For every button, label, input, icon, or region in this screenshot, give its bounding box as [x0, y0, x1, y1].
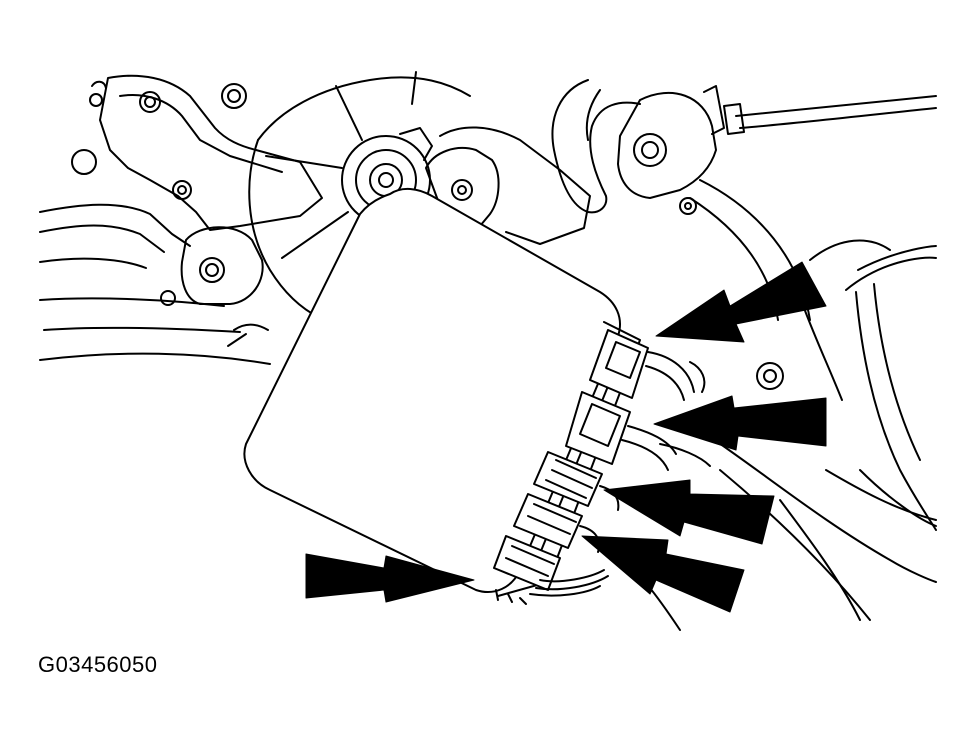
background-linework	[39, 71, 937, 631]
right-bracket-tab	[703, 85, 725, 135]
connector-3-stripe-1	[555, 459, 597, 479]
bracket-bolt-4	[172, 180, 192, 200]
connector-2-latch	[579, 403, 621, 447]
mount-bolt-inner	[205, 263, 219, 277]
callout-arrows	[305, 261, 827, 613]
cable-upper	[735, 95, 937, 117]
wire-bundle-3	[529, 585, 601, 597]
cable-lower	[739, 107, 937, 129]
connector-1-latch	[605, 341, 641, 379]
bracket-hole-1	[71, 149, 97, 175]
connector-4-stripe-1	[533, 503, 577, 523]
cable-clip	[723, 103, 745, 135]
housing-arc-left	[248, 139, 321, 319]
connector-3	[533, 451, 603, 507]
connector-1-clip	[689, 361, 706, 393]
mid-line-1	[233, 323, 269, 331]
callout-arrow-2	[653, 395, 827, 451]
bracket-bolt-1	[139, 91, 161, 113]
callout-arrow-1	[655, 261, 827, 343]
connector-4	[513, 493, 583, 549]
connector-1	[589, 329, 649, 399]
wire-bundle-2	[535, 575, 609, 591]
connector-2-wire-3	[659, 443, 711, 467]
wire-bundle-6	[495, 589, 499, 601]
panel-bolt	[679, 197, 697, 215]
connector-1-wire-2	[645, 365, 685, 401]
hub-spoke-4	[411, 71, 417, 105]
left-rail-mid	[39, 224, 165, 253]
left-bracket-inner	[119, 94, 283, 173]
right-bolt-inner	[763, 369, 777, 383]
callout-leader-lines	[809, 239, 937, 521]
hub-spoke-2	[265, 155, 343, 169]
floor-line-5	[859, 469, 937, 527]
mount-plate	[180, 226, 264, 305]
figure-id-label: G03456050	[38, 652, 158, 677]
top-housing-edge	[439, 126, 591, 245]
mount-bolt	[199, 257, 225, 283]
panel-vertical-3	[803, 307, 843, 401]
bracket-bolt-2-inner	[227, 89, 241, 103]
hub-bracket-bolt-inner	[457, 185, 467, 195]
right-bracket-bolt	[633, 133, 667, 167]
module-face	[243, 188, 621, 593]
connectors	[493, 329, 711, 605]
left-bracket-outline	[99, 74, 323, 231]
connector-5-stripe-2	[505, 557, 549, 577]
floor-line-3	[779, 499, 861, 621]
right-bolt	[756, 362, 784, 390]
bracket-bolt-2	[221, 83, 247, 109]
left-rail-lower	[39, 257, 147, 269]
left-floor-line	[39, 352, 271, 365]
mid-line-2	[227, 333, 247, 347]
hub-center	[378, 172, 394, 188]
module-connector-side	[497, 321, 641, 597]
panel-vertical	[855, 291, 937, 531]
panel-vertical-2	[873, 283, 921, 461]
callout-arrow-4	[581, 535, 745, 613]
connector-2-wire-2	[621, 439, 669, 471]
right-bracket-bolt-inner	[641, 141, 659, 159]
connector-3-stripe-2	[551, 469, 593, 489]
panel-bolt-inner	[684, 202, 692, 210]
hub-spoke-1	[335, 85, 363, 141]
left-rail-base	[43, 326, 241, 333]
hub-bracket-bolt	[451, 179, 473, 201]
wire-bundle-5	[507, 593, 513, 603]
callout-arrow-5	[305, 553, 475, 603]
connector-4-stripe-2	[527, 515, 571, 535]
panel-curve-right-2	[845, 256, 937, 291]
floor-line-2	[719, 469, 871, 621]
leader-line-2	[825, 469, 937, 521]
floor-line-1	[699, 429, 937, 583]
connector-1-wire-1	[647, 351, 695, 393]
left-bracket-rib	[91, 80, 107, 89]
hub-bracket	[425, 147, 500, 227]
leader-line-1	[809, 239, 891, 261]
panel-curve-right	[857, 245, 937, 271]
wire-bundle-1	[539, 569, 605, 583]
bracket-bolt-3	[89, 93, 103, 107]
control-module	[243, 188, 641, 597]
bracket-bolt-1-inner	[144, 96, 156, 108]
connector-2-wire-1	[627, 425, 677, 455]
mount-hole	[160, 290, 176, 306]
housing-arc	[257, 76, 471, 141]
callout-arrow-3	[603, 479, 775, 545]
connector-3-stripe-3	[545, 479, 587, 499]
right-bracket	[617, 91, 717, 199]
connector-2	[565, 391, 631, 465]
left-rail-upper	[39, 203, 191, 247]
right-arm	[551, 79, 641, 214]
hub-spoke-3	[281, 211, 349, 259]
wire-bundle-4	[519, 597, 527, 605]
connector-5-stripe-1	[511, 545, 555, 565]
hub-bracket-tab	[399, 127, 433, 161]
right-arm-inner	[585, 89, 601, 141]
bracket-bolt-4-inner	[177, 185, 187, 195]
